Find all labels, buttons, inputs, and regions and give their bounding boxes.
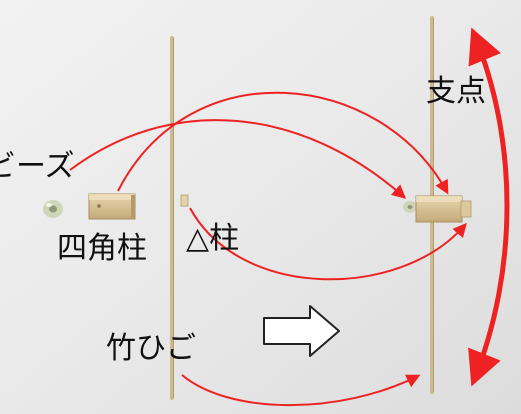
label-beads: ビーズ bbox=[0, 149, 75, 184]
label-bamboo-stick: 竹ひご bbox=[106, 331, 196, 366]
bead bbox=[43, 200, 63, 218]
label-square-prism: 四角柱 bbox=[57, 231, 147, 266]
arrow-beads-to-bead bbox=[69, 119, 407, 199]
connector-arrows bbox=[69, 91, 467, 407]
label-fulcrum: 支点 bbox=[426, 74, 486, 109]
two-way-arrow bbox=[468, 27, 510, 387]
triangular-prism bbox=[180, 194, 189, 207]
arrow-tri-to-cap bbox=[189, 207, 467, 281]
arrow-square-to-block bbox=[117, 91, 449, 195]
direction-arrow bbox=[263, 305, 340, 357]
arrow-bamboo-to-stick bbox=[181, 374, 421, 407]
square-prism bbox=[88, 193, 136, 220]
label-triangular-prism: △柱 bbox=[186, 221, 240, 256]
assembled-fulcrum bbox=[403, 195, 472, 223]
